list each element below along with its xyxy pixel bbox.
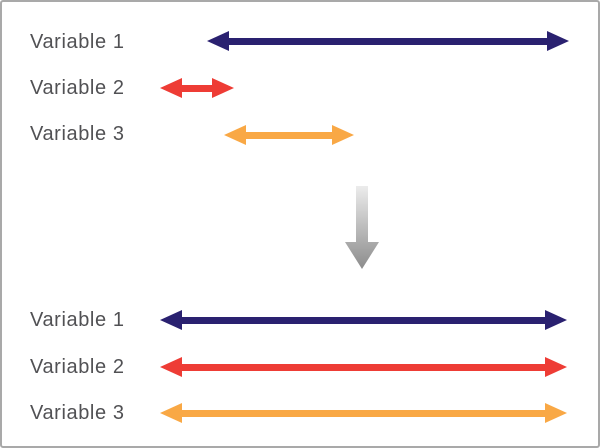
arrow-right-head-icon (332, 125, 354, 145)
arrow-right-head-icon (547, 31, 569, 51)
arrow-left-head-icon (224, 125, 246, 145)
arrow-shaft (244, 131, 334, 139)
arrow-shaft (180, 316, 547, 324)
after-variable1-range-arrow (160, 309, 567, 331)
before-variable3-range-arrow (224, 124, 354, 146)
arrow-left-head-icon (207, 31, 229, 51)
transform-down-arrow-icon (345, 186, 379, 269)
arrow-right-head-icon (545, 357, 567, 377)
arrow-left-head-icon (160, 310, 182, 330)
after-variable2-range-arrow (160, 356, 567, 378)
arrow-shaft (227, 37, 549, 45)
arrow-shaft (180, 84, 214, 92)
before-variable3-label: Variable 3 (30, 123, 125, 145)
before-variable1-range-arrow (207, 30, 569, 52)
arrow-left-head-icon (160, 403, 182, 423)
arrow-right-head-icon (212, 78, 234, 98)
arrow-shaft (180, 363, 547, 371)
after-variable1-label: Variable 1 (30, 309, 125, 331)
after-variable3-range-arrow (160, 402, 567, 424)
arrow-left-head-icon (160, 357, 182, 377)
after-variable3-label: Variable 3 (30, 402, 125, 424)
down-arrow-svg (345, 186, 379, 269)
arrow-right-head-icon (545, 310, 567, 330)
before-variable2-label: Variable 2 (30, 77, 125, 99)
arrow-left-head-icon (160, 78, 182, 98)
arrow-right-head-icon (545, 403, 567, 423)
after-variable2-label: Variable 2 (30, 356, 125, 378)
before-variable2-range-arrow (160, 77, 234, 99)
before-variable1-label: Variable 1 (30, 31, 125, 53)
arrow-shaft (180, 409, 547, 417)
